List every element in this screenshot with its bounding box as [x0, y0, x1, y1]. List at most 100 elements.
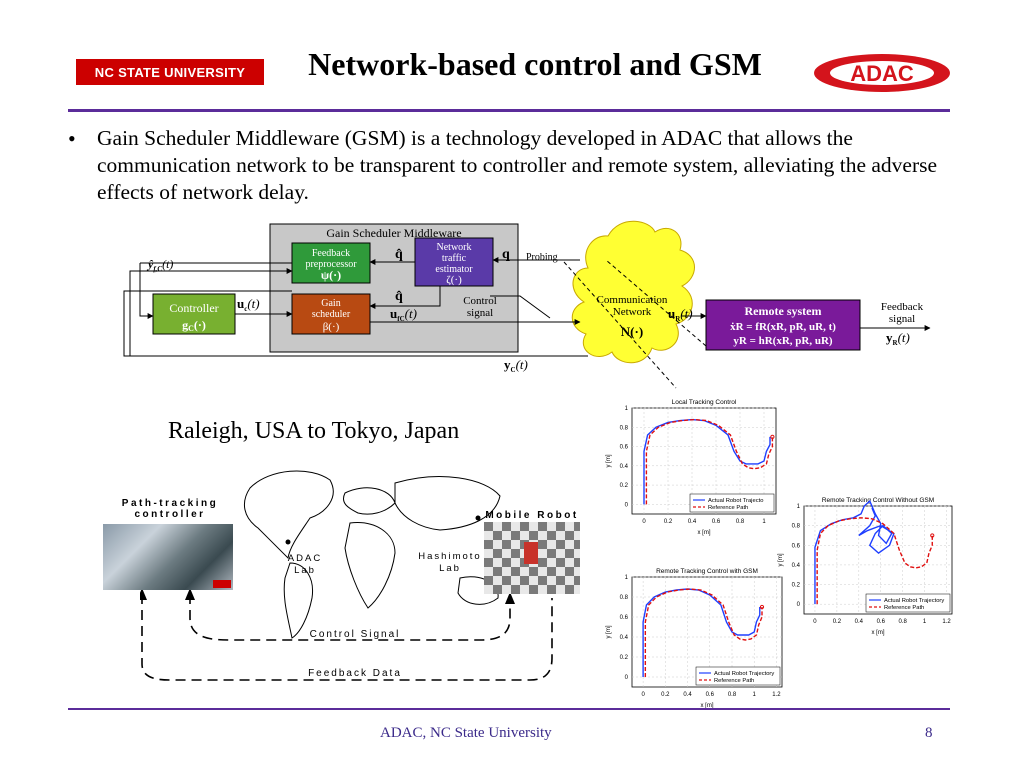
net-est-label-3: estimator [435, 264, 473, 275]
adac-lab-2: Lab [294, 565, 316, 576]
footer-rule [68, 708, 950, 710]
label-probing: Probing [526, 252, 558, 263]
bullet-symbol: • [68, 126, 76, 151]
path-tracking-label-1: Path-tracking [121, 498, 219, 509]
chart-title: Local Tracking Control [672, 399, 737, 406]
communication-network-cloud [571, 220, 695, 364]
label-ufc-t: (t) [405, 306, 417, 321]
end-marker [930, 533, 935, 538]
label-yr: y [886, 330, 893, 345]
mobile-robot-label: Mobile Robot [485, 510, 579, 521]
x-axis-label: x [m] [701, 703, 714, 709]
x-tick-label: 0.8 [728, 692, 737, 698]
label-yc: y [504, 357, 511, 372]
chart-title: Remote Tracking Control with GSM [656, 568, 758, 575]
svg-text:gC(·): gC(·) [182, 318, 206, 333]
label-uc-sub: c [244, 305, 247, 313]
x-tick-label: 0 [813, 619, 817, 625]
gsm-title: Gain Scheduler Middleware [326, 226, 461, 240]
reference-path-line [645, 418, 774, 505]
feedback-data-label: Feedback Data [308, 668, 402, 679]
feedback-pre-symbol: ψ(·) [321, 268, 341, 282]
world-map-diagram: ADAC Lab Hashimoto Lab Control Signal Fe… [140, 470, 553, 681]
europe [343, 487, 396, 515]
label-yr-t: (t) [898, 330, 910, 345]
feedback-arrowhead [140, 588, 147, 600]
y-tick-label: 0.6 [620, 445, 629, 451]
x-tick-label: 0 [641, 692, 645, 698]
net-est-label-1: Network [437, 242, 472, 253]
label-ur-t: (t) [680, 306, 692, 321]
hashimoto-lab-1: Hashimoto [418, 551, 481, 562]
y-tick-label: 0.2 [620, 655, 629, 661]
label-q: q [502, 247, 510, 262]
chart-title: Remote Tracking Control Without GSM [822, 497, 934, 504]
label-ur-sub: R [675, 315, 681, 323]
remote-system-block [705, 299, 861, 351]
y-tick-label: 0.4 [620, 635, 629, 641]
label-feedback-1: Feedback [881, 301, 924, 313]
adac-lab-1: ADAC [288, 553, 322, 564]
y-tick-label: 0.8 [620, 595, 629, 601]
x-tick-label: 0.4 [855, 619, 864, 625]
net-est-symbol: ζ(·) [446, 274, 462, 286]
svg-text:ŷf,C(t): ŷf,C(t) [146, 257, 173, 273]
svg-text:uc(t): uc(t) [237, 296, 260, 313]
legend-entry: Actual Robot Trajectory [714, 671, 774, 677]
reference-path-line [644, 588, 763, 677]
x-tick-label: 0 [642, 519, 646, 525]
control-signal-loop [189, 594, 511, 641]
label-yfc-t: (t) [162, 257, 173, 271]
x-axis-label: x [m] [872, 630, 885, 636]
y-tick-label: 0 [625, 502, 629, 508]
adac-logo-text: ADAC [850, 61, 914, 86]
x-tick-label: 1 [762, 519, 766, 525]
x-tick-label: 0.4 [688, 519, 697, 525]
robot-photo [484, 522, 580, 594]
controller-symbol: g [182, 318, 188, 332]
lab-photo-badge [213, 580, 231, 588]
label-yc-t: (t) [516, 357, 528, 372]
y-tick-label: 0.2 [620, 483, 629, 489]
probing-dashed [563, 261, 677, 389]
label-yc-sub: C [511, 366, 516, 374]
header-rule [68, 109, 950, 112]
x-tick-label: 1 [923, 619, 927, 625]
y-tick-label: 1 [797, 504, 801, 510]
remote-system-label: Remote system [745, 304, 822, 318]
y-tick-label: 0.2 [792, 583, 801, 589]
label-qhat-1: q̂ [395, 247, 403, 262]
label-yfc: ŷ [146, 257, 154, 271]
control-signal-label: Control Signal [310, 629, 401, 640]
controller-label: Controller [169, 301, 218, 315]
label-ufc-sub: fC [397, 315, 404, 323]
y-tick-label: 0.4 [792, 563, 801, 569]
actual-trajectory-line [642, 588, 761, 677]
footer-text: ADAC, NC State University [380, 725, 552, 741]
path-tracking-label: Path-tracking controller [110, 498, 230, 520]
y-tick-label: 0 [625, 675, 629, 681]
actual-trajectory-line [643, 418, 771, 505]
x-tick-label: 0.2 [664, 519, 673, 525]
raleigh-marker [285, 539, 291, 545]
legend-entry: Reference Path [714, 678, 754, 684]
y-tick-label: 0.6 [620, 615, 629, 621]
slide-title: Network-based control and GSM [308, 46, 762, 82]
comm-net-label-2: Network [613, 306, 652, 318]
y-tick-label: 0.8 [792, 524, 801, 530]
label-uc-t: (t) [247, 296, 259, 311]
x-tick-label: 0.2 [661, 692, 670, 698]
comm-net-label-1: Communication [597, 294, 668, 306]
reference-path-line [816, 517, 933, 605]
x-tick-label: 1.2 [772, 692, 781, 698]
africa [344, 522, 396, 609]
x-tick-label: 0.2 [833, 619, 842, 625]
y-tick-label: 1 [625, 575, 629, 581]
label-ufc: u [390, 306, 397, 321]
wire-yc-loop [123, 290, 588, 357]
label-feedback-2: signal [889, 313, 915, 325]
asia [394, 476, 501, 531]
svg-text:yR(t): yR(t) [886, 330, 910, 347]
